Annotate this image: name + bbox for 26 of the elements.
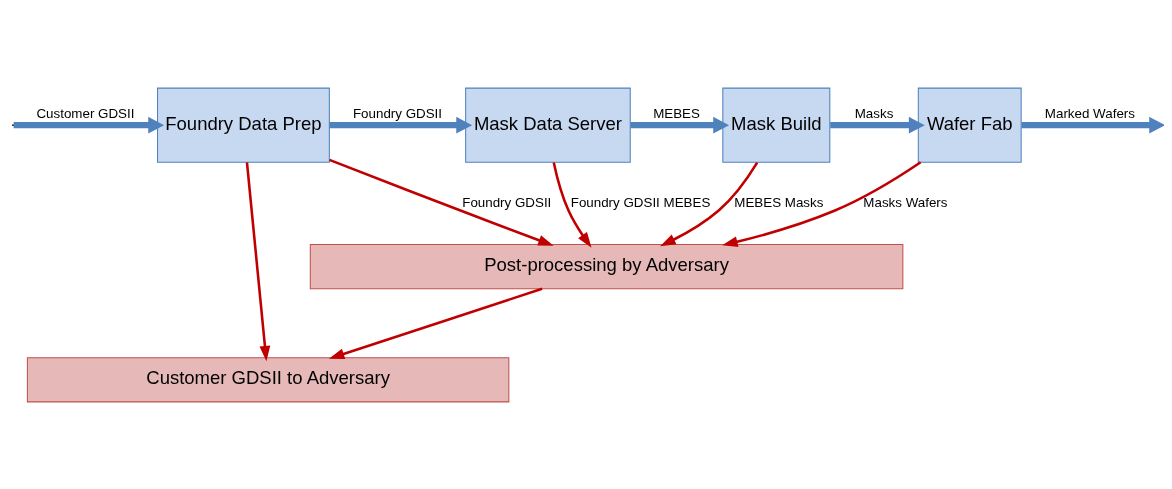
arrow: [13, 116, 165, 133]
node-box: Foundry Data Prep: [157, 87, 330, 163]
node-box: Mask Data Server: [465, 87, 631, 163]
edge-label: Masks Wafers: [863, 194, 948, 210]
edge-label: Foundry GDSII MEBES: [570, 194, 711, 210]
arrow: [830, 116, 925, 133]
edge-label: MEBES Masks: [734, 194, 824, 210]
arrow: [552, 161, 592, 248]
edge-label: Foundry GDSII: [352, 105, 443, 121]
arrow: [660, 161, 759, 246]
edge-label: Marked Wafers: [1044, 105, 1135, 121]
edge-label: MEBES: [653, 105, 700, 121]
node-box: Customer GDSII to Adversary: [26, 356, 510, 402]
node-box: Post-processing by Adversary: [309, 243, 904, 289]
arrow: [329, 116, 473, 133]
arrow: [328, 158, 554, 246]
node-box: Mask Build: [722, 87, 831, 163]
edge-label: Foundry GDSII: [462, 194, 552, 210]
arrow: [722, 160, 922, 247]
edge-label: Masks: [854, 105, 894, 121]
arrow: [245, 161, 271, 361]
arrow: [630, 116, 730, 133]
node-box: Wafer Fab: [917, 87, 1022, 163]
edge-label: Customer GDSII: [36, 105, 135, 121]
arrow: [328, 287, 543, 359]
arrow: [1021, 116, 1164, 133]
